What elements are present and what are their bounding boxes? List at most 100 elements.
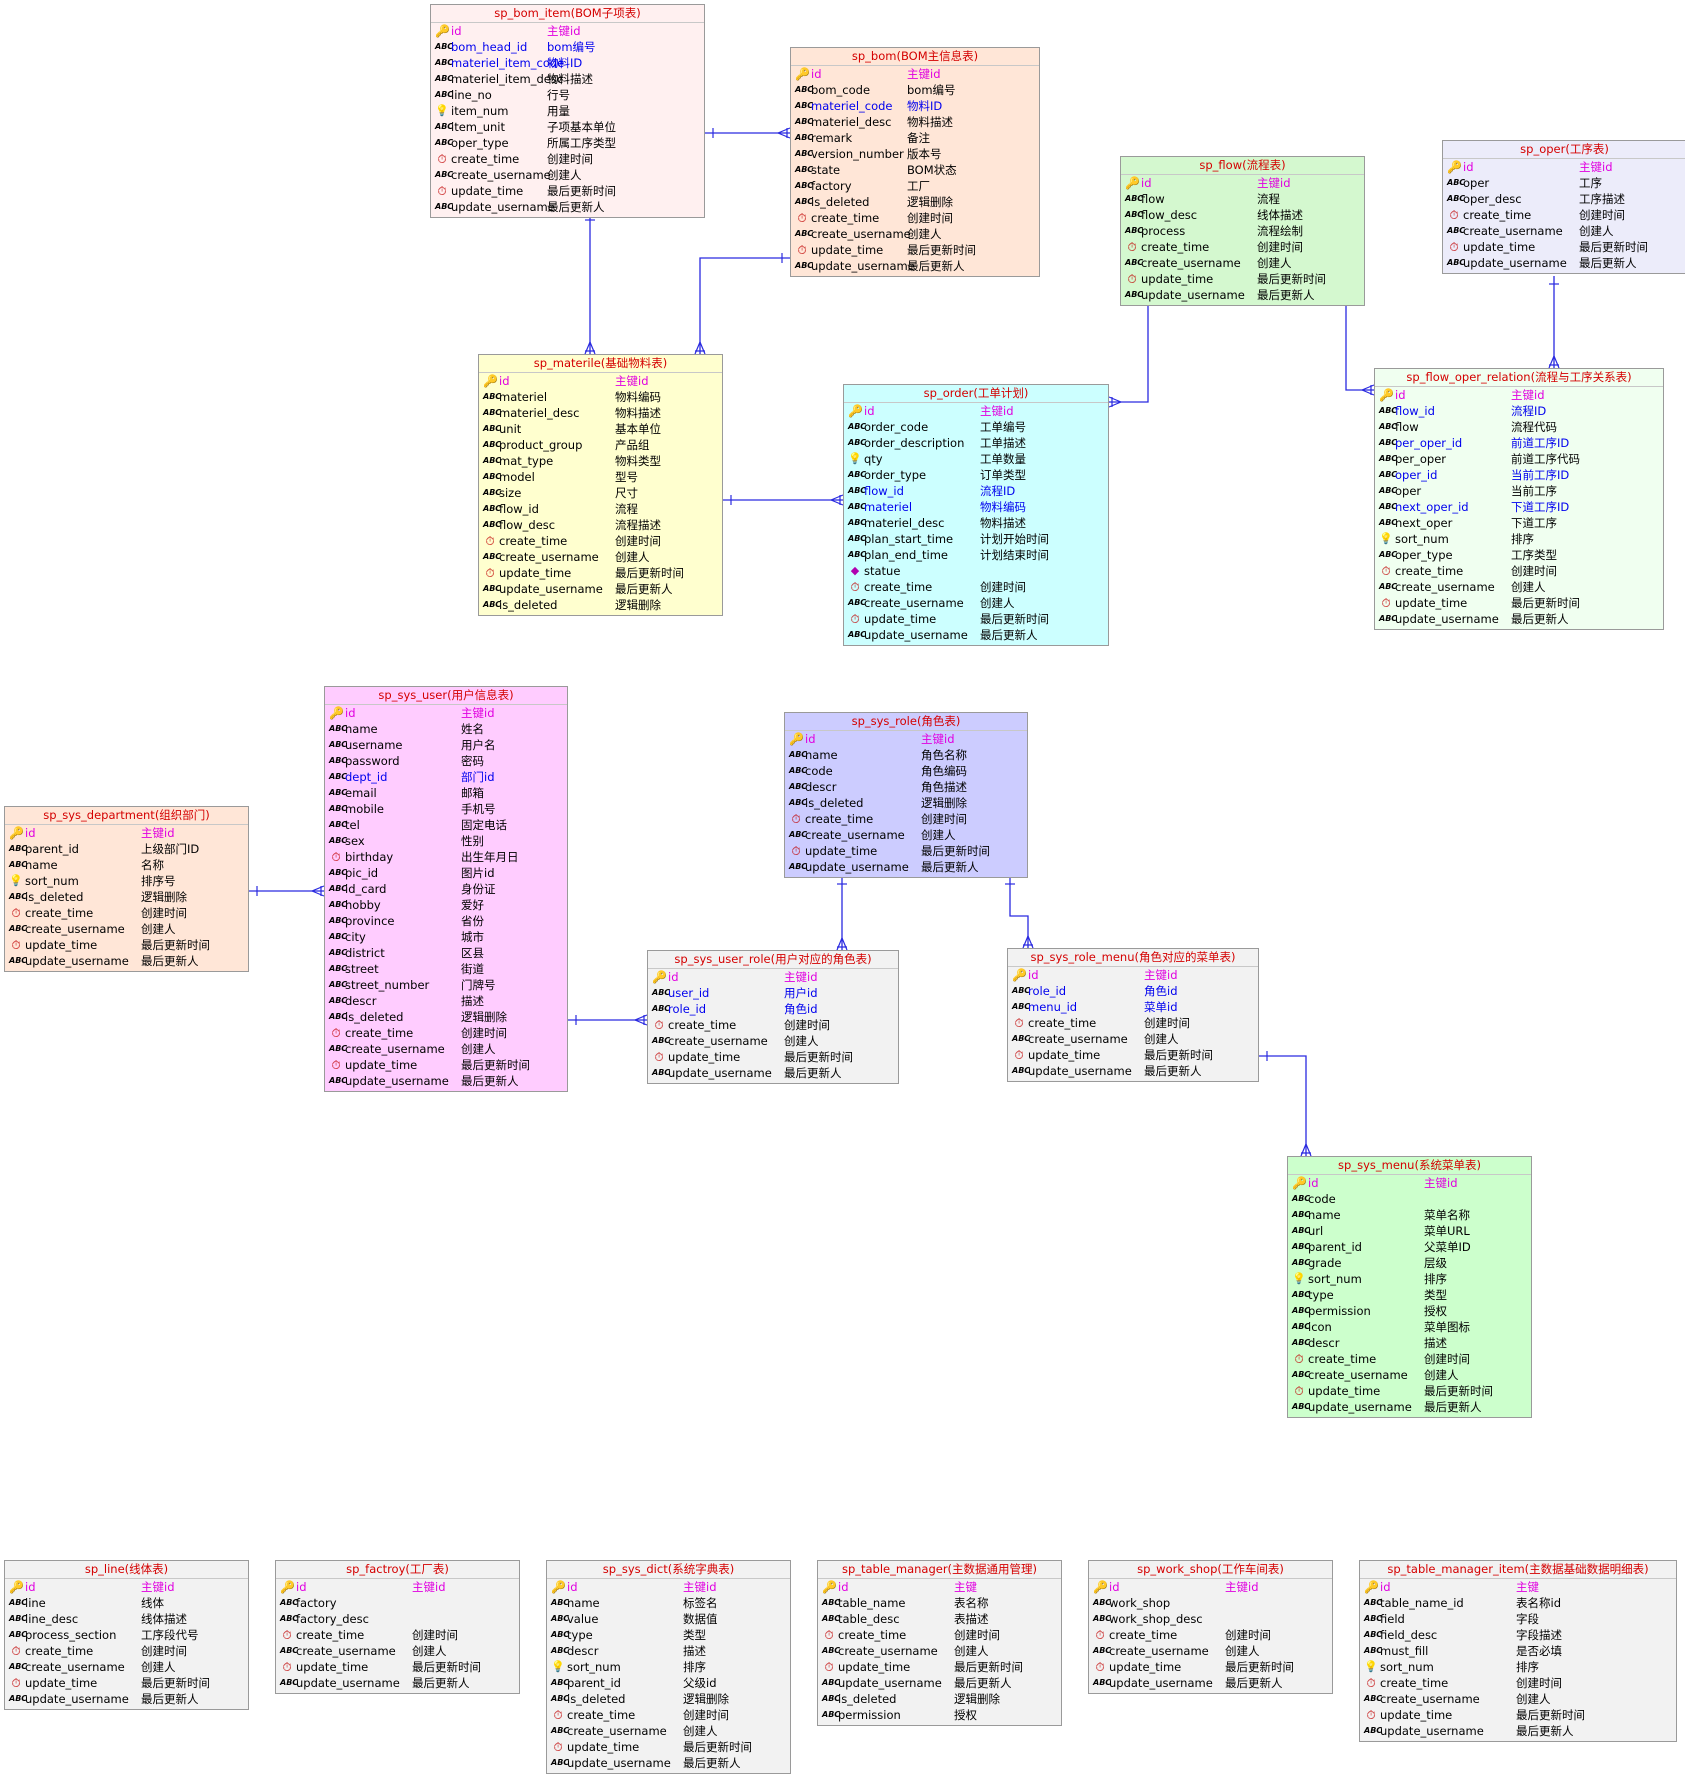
field-row[interactable]: ABCmodel型号 bbox=[479, 469, 722, 485]
field-row[interactable]: ⏱create_time创建时间 bbox=[325, 1025, 567, 1041]
field-row[interactable]: ABCcreate_username创建人 bbox=[276, 1643, 519, 1659]
field-row[interactable]: ABCprocess流程绘制 bbox=[1121, 223, 1364, 239]
field-row[interactable]: 🔑id主键id bbox=[648, 969, 898, 985]
field-row[interactable]: ABCupdate_username最后更新人 bbox=[1008, 1063, 1258, 1079]
field-row[interactable]: ABCcreate_username创建人 bbox=[5, 1659, 248, 1675]
field-row[interactable]: ABCversion_number版本号 bbox=[791, 146, 1039, 162]
field-row[interactable]: ABCupdate_username最后更新人 bbox=[1375, 611, 1663, 627]
field-row[interactable]: ABCflow_id流程ID bbox=[844, 483, 1108, 499]
field-row[interactable]: 🔑id主键id bbox=[325, 705, 567, 721]
table-order[interactable]: sp_order(工单计划)🔑id主键idABCorder_code工单编号AB… bbox=[843, 384, 1109, 646]
table-work-shop[interactable]: sp_work_shop(工作车间表)🔑id主键idABCwork_shopAB… bbox=[1088, 1560, 1333, 1694]
field-row[interactable]: ABCpermission授权 bbox=[1288, 1303, 1531, 1319]
field-row[interactable]: ABCcreate_username创建人 bbox=[1443, 223, 1685, 239]
field-row[interactable]: ABChobby爱好 bbox=[325, 897, 567, 913]
field-row[interactable]: ⏱update_time最后更新时间 bbox=[1443, 239, 1685, 255]
field-row[interactable]: ABCtable_desc表描述 bbox=[818, 1611, 1061, 1627]
field-row[interactable]: ABCdescr角色描述 bbox=[785, 779, 1027, 795]
field-row[interactable]: ABCupdate_username最后更新人 bbox=[276, 1675, 519, 1691]
field-row[interactable]: 💡sort_num排序号 bbox=[5, 873, 248, 889]
field-row[interactable]: ABCusername用户名 bbox=[325, 737, 567, 753]
field-row[interactable]: 🔑id主键 bbox=[818, 1579, 1061, 1595]
field-row[interactable]: ABCfield字段 bbox=[1360, 1611, 1676, 1627]
field-row[interactable]: 🔑id主键id bbox=[785, 731, 1027, 747]
field-row[interactable]: ABCproduct_group产品组 bbox=[479, 437, 722, 453]
table-materile[interactable]: sp_materile(基础物料表)🔑id主键idABCmateriel物料编码… bbox=[478, 354, 723, 616]
field-row[interactable]: ABCnext_oper_id下道工序ID bbox=[1375, 499, 1663, 515]
field-row[interactable]: ABCicon菜单图标 bbox=[1288, 1319, 1531, 1335]
field-row[interactable]: ABCwork_shop bbox=[1089, 1595, 1332, 1611]
field-row[interactable]: ⏱update_time最后更新时间 bbox=[1288, 1383, 1531, 1399]
field-row[interactable]: ⏱update_time最后更新时间 bbox=[547, 1739, 790, 1755]
field-row[interactable]: ABCparent_id上级部门ID bbox=[5, 841, 248, 857]
field-row[interactable]: ABCuser_id用户id bbox=[648, 985, 898, 1001]
field-row[interactable]: ABCdescr描述 bbox=[325, 993, 567, 1009]
field-row[interactable]: ABCflow_id流程ID bbox=[1375, 403, 1663, 419]
field-row[interactable]: ABCcreate_username创建人 bbox=[791, 226, 1039, 242]
field-row[interactable]: ABCparent_id父级id bbox=[547, 1675, 790, 1691]
field-row[interactable]: 🔑id主键id bbox=[1288, 1175, 1531, 1191]
field-row[interactable]: ABCplan_end_time计划结束时间 bbox=[844, 547, 1108, 563]
field-row[interactable]: ABCline_no行号 bbox=[431, 87, 704, 103]
field-row[interactable]: ABCname姓名 bbox=[325, 721, 567, 737]
table-table-manager-item[interactable]: sp_table_manager_item(主数据基础数据明细表)🔑id主键AB… bbox=[1359, 1560, 1677, 1742]
field-row[interactable]: ABCitem_unit子项基本单位 bbox=[431, 119, 704, 135]
field-row[interactable]: ABCupdate_username最后更新人 bbox=[1089, 1675, 1332, 1691]
field-row[interactable]: ABCcreate_username创建人 bbox=[547, 1723, 790, 1739]
field-row[interactable]: ABCfactory工厂 bbox=[791, 178, 1039, 194]
field-row[interactable]: ⏱update_time最后更新时间 bbox=[844, 611, 1108, 627]
field-row[interactable]: ABCbom_codebom编号 bbox=[791, 82, 1039, 98]
field-row[interactable]: ABCupdate_username最后更新人 bbox=[547, 1755, 790, 1771]
table-flow[interactable]: sp_flow(流程表)🔑id主键idABCflow流程ABCflow_desc… bbox=[1120, 156, 1365, 306]
field-row[interactable]: ⏱update_time最后更新时间 bbox=[1089, 1659, 1332, 1675]
field-row[interactable]: ABCname名称 bbox=[5, 857, 248, 873]
field-row[interactable]: ⏱birthday出生年月日 bbox=[325, 849, 567, 865]
field-row[interactable]: ABCflow流程 bbox=[1121, 191, 1364, 207]
field-row[interactable]: ABCcreate_username创建人 bbox=[818, 1643, 1061, 1659]
field-row[interactable]: ABCcreate_username创建人 bbox=[479, 549, 722, 565]
field-row[interactable]: ⏱create_time创建时间 bbox=[1121, 239, 1364, 255]
table-sys-user-role[interactable]: sp_sys_user_role(用户对应的角色表)🔑id主键idABCuser… bbox=[647, 950, 899, 1084]
field-row[interactable]: ⏱create_time创建时间 bbox=[1375, 563, 1663, 579]
field-row[interactable]: ABCbom_head_idbom编号 bbox=[431, 39, 704, 55]
field-row[interactable]: ABCname菜单名称 bbox=[1288, 1207, 1531, 1223]
field-row[interactable]: ⏱update_time最后更新时间 bbox=[431, 183, 704, 199]
field-row[interactable]: ABCcreate_username创建人 bbox=[5, 921, 248, 937]
field-row[interactable]: ABCoper工序 bbox=[1443, 175, 1685, 191]
field-row[interactable]: ABCorder_type订单类型 bbox=[844, 467, 1108, 483]
field-row[interactable]: 💡sort_num排序 bbox=[1288, 1271, 1531, 1287]
table-bom[interactable]: sp_bom(BOM主信息表)🔑id主键idABCbom_codebom编号AB… bbox=[790, 47, 1040, 277]
field-row[interactable]: ⏱update_time最后更新时间 bbox=[479, 565, 722, 581]
field-row[interactable]: ABCupdate_username最后更新人 bbox=[431, 199, 704, 215]
field-row[interactable]: ABCmateriel_desc物料描述 bbox=[844, 515, 1108, 531]
field-row[interactable]: ABCfield_desc字段描述 bbox=[1360, 1627, 1676, 1643]
table-factroy[interactable]: sp_factroy(工厂表)🔑id主键idABCfactoryABCfacto… bbox=[275, 1560, 520, 1694]
field-row[interactable]: ⏱update_time最后更新时间 bbox=[5, 1675, 248, 1691]
field-row[interactable]: ABCsex性别 bbox=[325, 833, 567, 849]
field-row[interactable]: ⏱create_time创建时间 bbox=[844, 579, 1108, 595]
field-row[interactable]: ABCupdate_username最后更新人 bbox=[479, 581, 722, 597]
field-row[interactable]: ABCflow_desc流程描述 bbox=[479, 517, 722, 533]
field-row[interactable]: ⏱create_time创建时间 bbox=[5, 1643, 248, 1659]
field-row[interactable]: ABCdistrict区县 bbox=[325, 945, 567, 961]
field-row[interactable]: ⏱create_time创建时间 bbox=[818, 1627, 1061, 1643]
field-row[interactable]: 💡item_num用量 bbox=[431, 103, 704, 119]
field-row[interactable]: ⏱update_time最后更新时间 bbox=[1121, 271, 1364, 287]
field-row[interactable]: ABCline_desc线体描述 bbox=[5, 1611, 248, 1627]
field-row[interactable]: ABCtable_name表名称 bbox=[818, 1595, 1061, 1611]
field-row[interactable]: ABCmateriel_item_code物料ID bbox=[431, 55, 704, 71]
field-row[interactable]: ABCpic_id图片id bbox=[325, 865, 567, 881]
field-row[interactable]: 🔑id主键id bbox=[547, 1579, 790, 1595]
field-row[interactable]: ABCis_deleted逻辑删除 bbox=[5, 889, 248, 905]
field-row[interactable]: ABCplan_start_time计划开始时间 bbox=[844, 531, 1108, 547]
field-row[interactable]: ABCoper_desc工序描述 bbox=[1443, 191, 1685, 207]
field-row[interactable]: ABCupdate_username最后更新人 bbox=[1360, 1723, 1676, 1739]
field-row[interactable]: 🔑id主键id bbox=[1008, 967, 1258, 983]
field-row[interactable]: ABCcreate_username创建人 bbox=[1008, 1031, 1258, 1047]
table-sys-role[interactable]: sp_sys_role(角色表)🔑id主键idABCname角色名称ABCcod… bbox=[784, 712, 1028, 878]
field-row[interactable]: ABCurl菜单URL bbox=[1288, 1223, 1531, 1239]
table-oper[interactable]: sp_oper(工序表)🔑id主键idABCoper工序ABCoper_desc… bbox=[1442, 140, 1685, 274]
field-row[interactable]: 💡sort_num排序 bbox=[1360, 1659, 1676, 1675]
field-row[interactable]: ABCdept_id部门id bbox=[325, 769, 567, 785]
field-row[interactable]: ⏱create_time创建时间 bbox=[785, 811, 1027, 827]
